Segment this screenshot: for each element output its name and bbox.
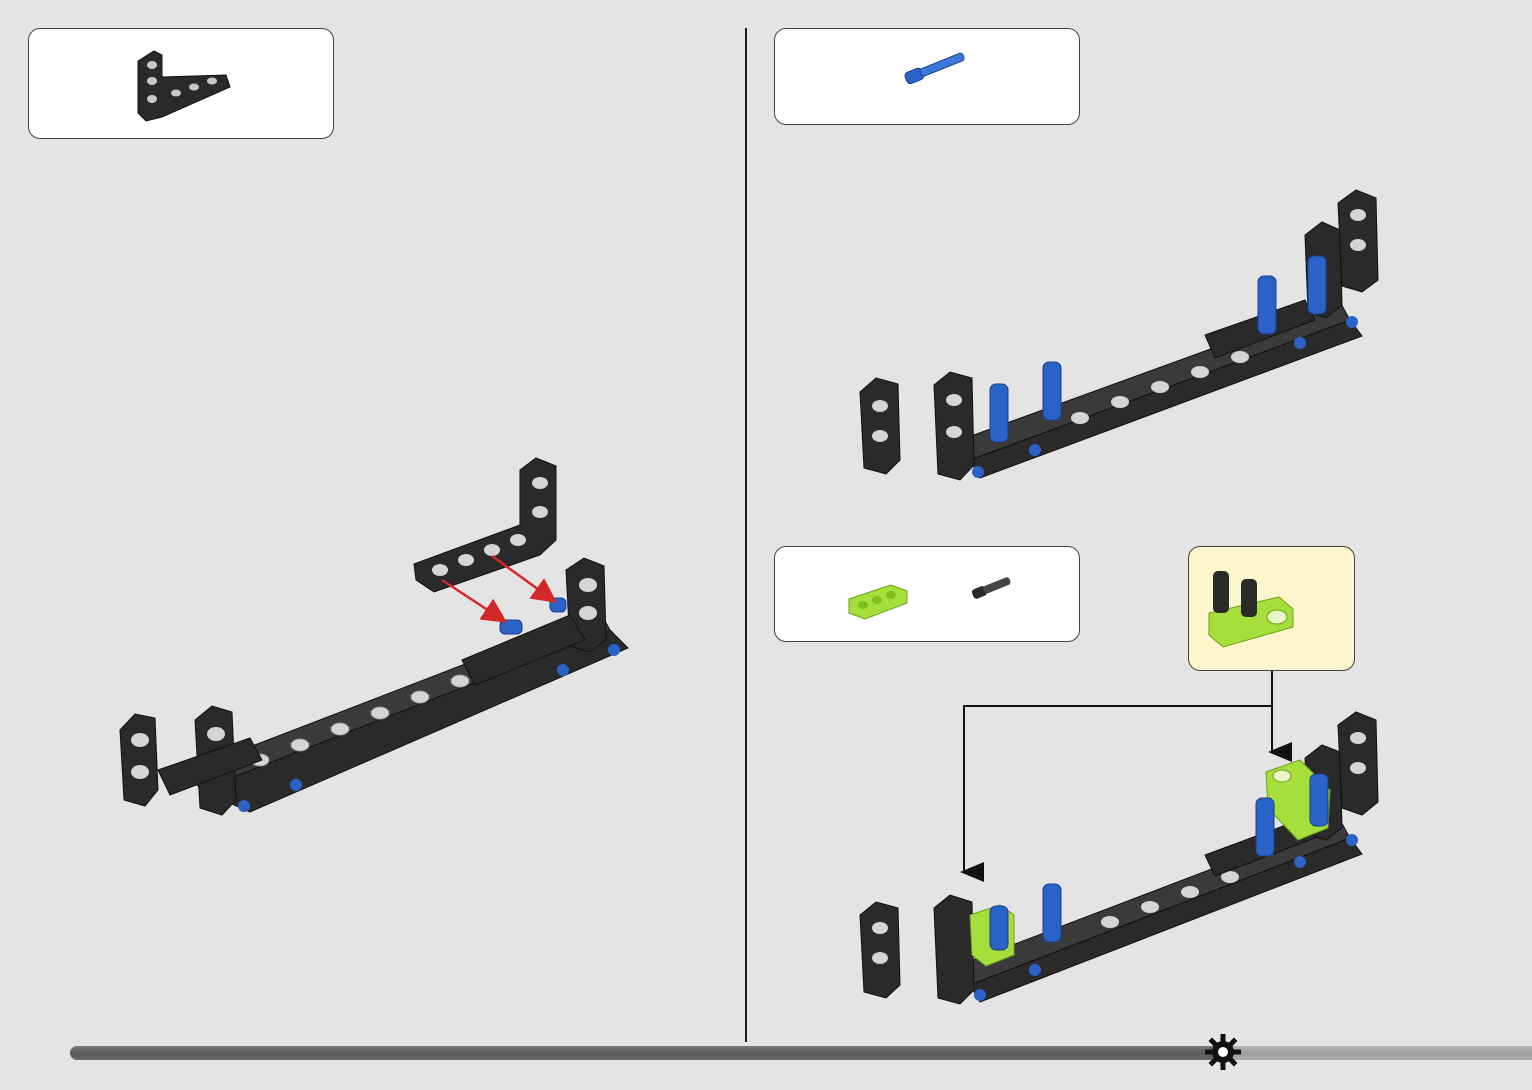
build-progress-remaining <box>1222 1046 1532 1060</box>
gear-icon <box>1203 1032 1243 1072</box>
long-beam-right-bottom <box>960 820 1362 1002</box>
callout-arrows <box>964 671 1272 872</box>
assembly-right-bottom <box>0 0 1532 1040</box>
